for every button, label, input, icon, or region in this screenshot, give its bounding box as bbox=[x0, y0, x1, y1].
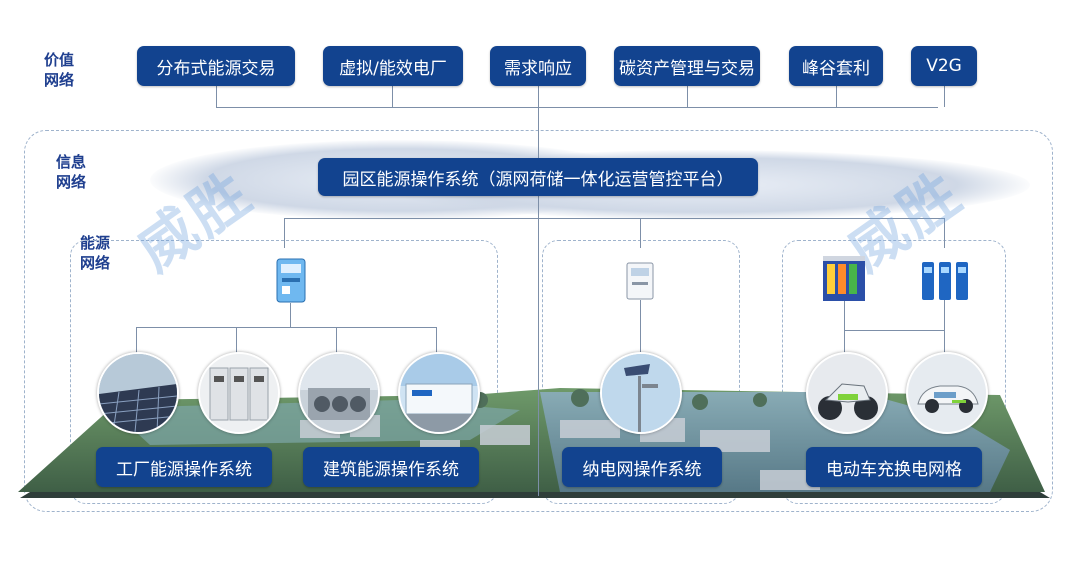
main-trunk-line bbox=[538, 86, 539, 496]
storage-container-icon bbox=[398, 352, 480, 434]
street-light-icon bbox=[600, 352, 682, 434]
ev-charging-grid-button[interactable]: 电动车充换电网格 bbox=[806, 447, 982, 487]
drop-ev bbox=[944, 218, 945, 248]
connector-5 bbox=[836, 86, 837, 107]
factory-energy-os-button[interactable]: 工厂能源操作系统 bbox=[96, 447, 272, 487]
ev-drop-1 bbox=[844, 300, 845, 355]
factory-branch-line bbox=[136, 327, 436, 328]
connector-4 bbox=[687, 86, 688, 107]
value-bus-line bbox=[216, 107, 938, 108]
connector-2 bbox=[392, 86, 393, 107]
ev-branch-line bbox=[844, 330, 944, 331]
smart-meter-icon bbox=[276, 258, 306, 303]
electric-meter-icon bbox=[626, 262, 654, 300]
branch-2 bbox=[236, 327, 237, 355]
demand-response-button[interactable]: 需求响应 bbox=[490, 46, 586, 86]
park-energy-os-platform[interactable]: 园区能源操作系统（源网荷储一体化运营管控平台） bbox=[318, 158, 758, 196]
ev-grid-frame bbox=[782, 240, 1006, 504]
branch-4 bbox=[436, 327, 437, 355]
carbon-asset-trading-button[interactable]: 碳资产管理与交易 bbox=[614, 46, 760, 86]
platform-bus-line bbox=[284, 218, 944, 219]
drop-factory bbox=[284, 218, 285, 248]
electric-car-icon bbox=[906, 352, 988, 434]
connector-6 bbox=[944, 86, 945, 107]
v2g-button[interactable]: V2G bbox=[911, 46, 977, 86]
cooling-unit-icon bbox=[298, 352, 380, 434]
switchgear-icon bbox=[198, 352, 280, 434]
microgrid-frame bbox=[542, 240, 740, 504]
drop-microgrid bbox=[640, 218, 641, 248]
ev-drop-2 bbox=[944, 300, 945, 355]
peak-valley-arbitrage-button[interactable]: 峰谷套利 bbox=[789, 46, 883, 86]
info-network-label: 信息 网络 bbox=[56, 153, 87, 191]
electric-motorcycle-icon bbox=[806, 352, 888, 434]
energy-network-label: 能源 网络 bbox=[80, 234, 111, 272]
meter-drop-microgrid bbox=[640, 300, 641, 352]
branch-1 bbox=[136, 327, 137, 355]
meter-drop-factory bbox=[290, 303, 291, 327]
branch-3 bbox=[336, 327, 337, 355]
value-network-label: 价值 网络 bbox=[44, 51, 75, 89]
virtual-power-plant-button[interactable]: 虚拟/能效电厂 bbox=[323, 46, 463, 86]
solar-panel-icon bbox=[97, 352, 179, 434]
microgrid-os-button[interactable]: 纳电网操作系统 bbox=[562, 447, 722, 487]
charging-pile-icon bbox=[922, 262, 968, 300]
distributed-energy-trading-button[interactable]: 分布式能源交易 bbox=[137, 46, 295, 86]
battery-cabinet-icon bbox=[823, 256, 865, 301]
building-energy-os-button[interactable]: 建筑能源操作系统 bbox=[303, 447, 479, 487]
connector-1 bbox=[216, 86, 217, 107]
